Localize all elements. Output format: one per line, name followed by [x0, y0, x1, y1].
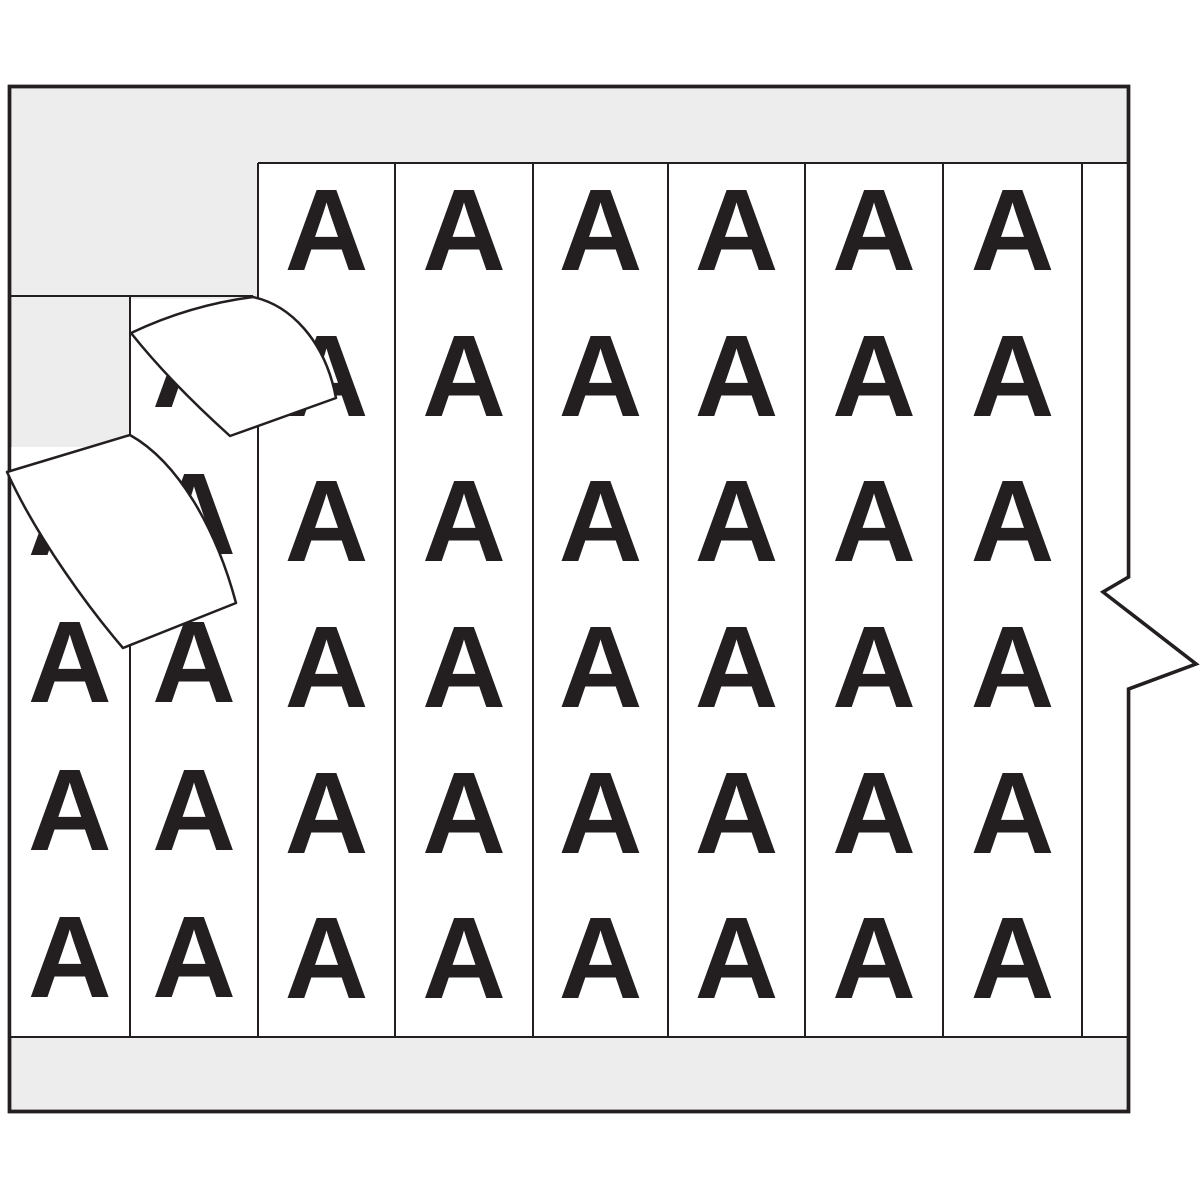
peeling-label-upper	[129, 295, 338, 438]
marker-letter: A	[27, 597, 112, 728]
marker-letter: A	[558, 601, 643, 732]
marker-letter: A	[832, 310, 916, 441]
card-border	[7, 84, 1200, 1114]
die-cut-lines	[9, 162, 1129, 1038]
marker-letter: A	[27, 892, 112, 1023]
marker-letter: A	[422, 893, 506, 1024]
marker-letter: A	[694, 456, 779, 587]
marker-letter: A	[694, 893, 779, 1024]
label-strip-5	[533, 163, 668, 1037]
marker-letter: A	[422, 456, 506, 587]
marker-letter: A	[558, 310, 643, 441]
marker-letter: A	[558, 456, 643, 587]
marker-letter: A	[284, 747, 369, 878]
marker-letter: A	[558, 893, 643, 1024]
marker-letter: A	[970, 456, 1055, 587]
marker-letter: A	[832, 164, 916, 295]
marker-letter: A	[832, 601, 916, 732]
pull-notch	[1103, 577, 1196, 689]
marker-letter: A	[284, 601, 369, 732]
marker-letter: A	[832, 893, 916, 1024]
marker-letter: A	[422, 747, 506, 878]
marker-letter: A	[284, 893, 369, 1024]
marker-letter: A	[284, 164, 369, 295]
marker-letter: A	[558, 164, 643, 295]
marker-letter: A	[970, 893, 1055, 1024]
marker-letter: A	[422, 310, 506, 441]
marker-letter: A	[970, 164, 1055, 295]
marker-letter: A	[832, 747, 916, 878]
label-strip-7	[805, 163, 943, 1037]
marker-letter: A	[284, 456, 369, 587]
label-strips	[9, 163, 1129, 1037]
marker-letter: A	[970, 310, 1055, 441]
marker-letter: A	[694, 164, 779, 295]
marker-letter: A	[422, 601, 506, 732]
marker-letter: A	[152, 892, 236, 1023]
marker-letter: A	[970, 747, 1055, 878]
marker-letter: A	[27, 744, 112, 875]
marker-letter: A	[970, 601, 1055, 732]
marker-letter: A	[152, 744, 236, 875]
marker-letter: A	[694, 310, 779, 441]
marker-letter: A	[832, 456, 916, 587]
marker-letter: A	[422, 164, 506, 295]
marker-letter: A	[694, 747, 779, 878]
marker-letter: A	[694, 601, 779, 732]
peeling-label-lower	[5, 433, 238, 650]
marker-letter: A	[558, 747, 643, 878]
label-strip-4	[395, 163, 533, 1037]
label-strip-8	[943, 163, 1082, 1037]
label-strip-6	[668, 163, 805, 1037]
